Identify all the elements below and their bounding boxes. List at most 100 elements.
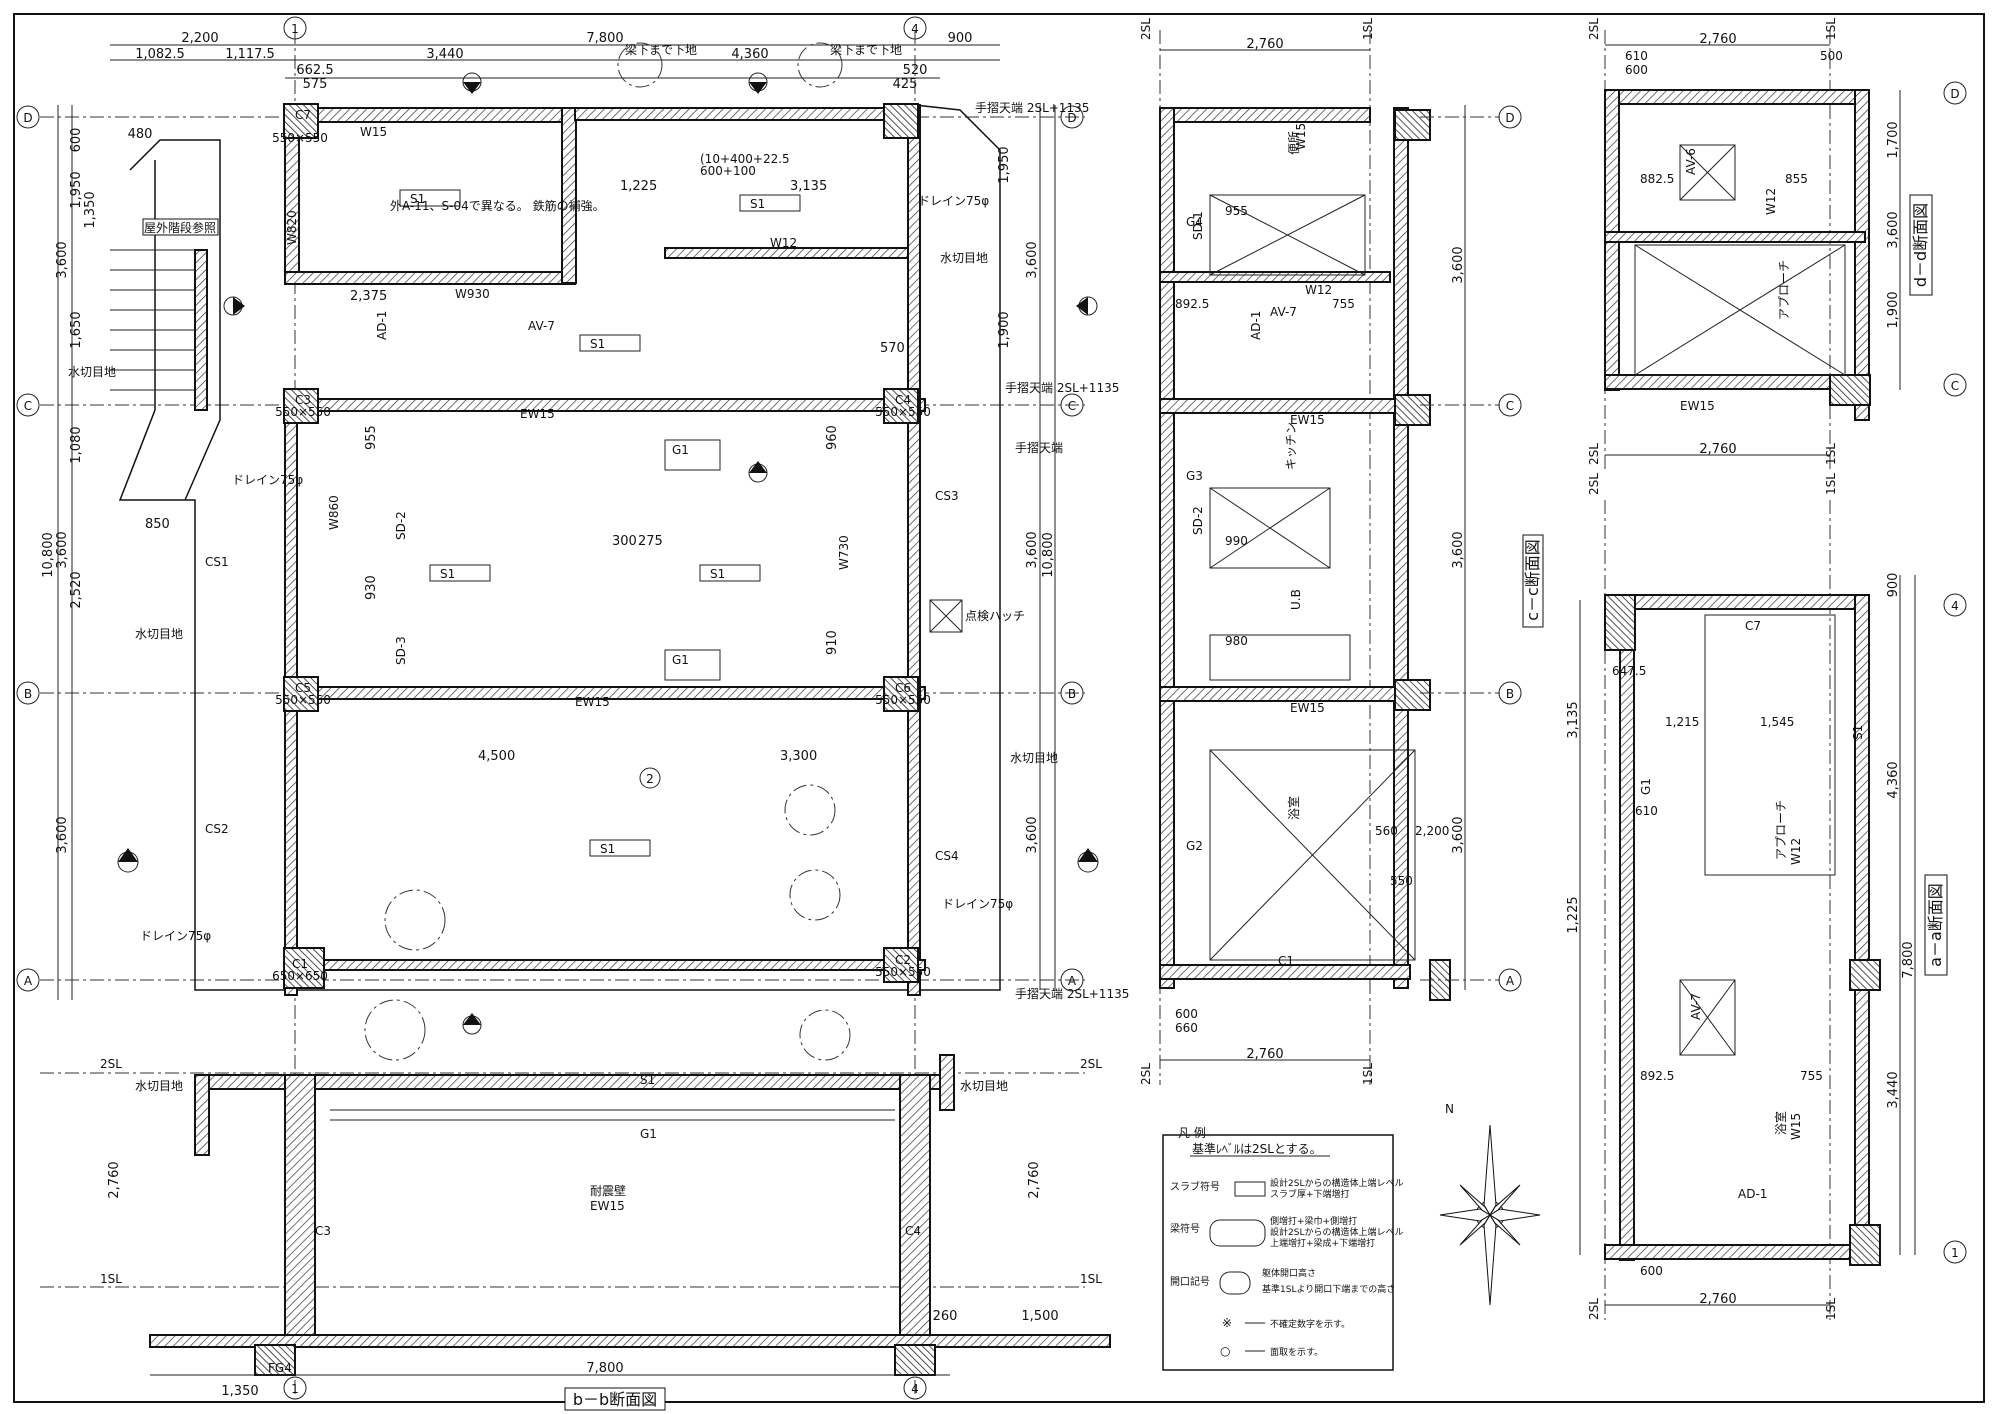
slab-tag-1: S1 bbox=[399, 189, 461, 207]
cc-ew15-label-2: EW15 bbox=[1290, 701, 1325, 715]
column-c1-size: 650×650 bbox=[272, 969, 328, 983]
dim-top-left-c: 1,117.5 bbox=[225, 47, 275, 62]
handrail-note-4: 手摺天端 bbox=[1015, 440, 1063, 455]
legend-slab-desc-1: 設計2SLからの構造体上端レベル bbox=[1270, 1177, 1403, 1189]
bb-column-c4 bbox=[899, 1074, 931, 1346]
cc-g2-label: G2 bbox=[1186, 839, 1203, 853]
dd-section-title: d－d断面図 bbox=[1911, 203, 1930, 287]
grid-label: B bbox=[1506, 687, 1514, 701]
grid-bubble-2: 2 bbox=[639, 767, 661, 789]
column-c5 bbox=[283, 676, 319, 712]
grid-bubble-1-top: 1 bbox=[283, 16, 307, 40]
column-c3 bbox=[283, 388, 319, 424]
legend-slab: スラブ符号 bbox=[1170, 1180, 1220, 1193]
cc-ub-label: U.B bbox=[1289, 589, 1303, 610]
cc-left-wall bbox=[1159, 107, 1175, 989]
bb-slab-label: S1 bbox=[640, 1073, 655, 1087]
dd-right-wall bbox=[1854, 89, 1870, 421]
drain-note-2: ドレイン75φ bbox=[140, 929, 211, 943]
dim-right-c: 3,600 bbox=[1025, 816, 1040, 853]
aa-level-1: 2SL bbox=[1587, 473, 1601, 495]
grid-bubble-a-left: A bbox=[16, 968, 40, 992]
dd-height-2: 3,600 bbox=[1886, 211, 1901, 248]
dim-inner-i: 955 bbox=[364, 425, 379, 450]
section-marker-a-left bbox=[223, 296, 245, 316]
bb-column-c3 bbox=[284, 1074, 316, 1346]
grid-label: D bbox=[23, 111, 32, 125]
dim-inner-k: 910 bbox=[825, 630, 840, 655]
aa-c7-label: C7 bbox=[1745, 619, 1761, 633]
bb-level-1sl-right: 1SL bbox=[1080, 1272, 1102, 1286]
dd-dim-2: 855 bbox=[1785, 172, 1808, 186]
slab-outline bbox=[118, 104, 1001, 991]
beam-note-top-2: 600+100 bbox=[700, 164, 756, 178]
handrail-note-2: 手摺天端 2SL+1135 bbox=[1005, 380, 1119, 395]
beam-tag-g1: G1 bbox=[664, 439, 721, 471]
column-c4-size: 550×550 bbox=[875, 405, 931, 419]
dim-top-left: 2,200 bbox=[181, 31, 218, 46]
wall-bottom bbox=[284, 959, 926, 971]
grid-label: A bbox=[1068, 974, 1077, 988]
cc-row-bubbles: D C B A bbox=[1420, 105, 1522, 992]
dd-level-2: 1SL bbox=[1824, 18, 1838, 40]
dim-right-b: 3,600 bbox=[1025, 531, 1040, 568]
cc-level-top-right: 1SL bbox=[1361, 18, 1375, 40]
legend-opening-desc-2: 基準1SLより開口下端までの高さ bbox=[1262, 1283, 1395, 1295]
slab-label: S1 bbox=[410, 192, 425, 206]
legend-beam-desc-1: 側増打+梁巾+側増打 bbox=[1270, 1215, 1357, 1227]
column-c2-label: C2 bbox=[895, 953, 911, 967]
floor-plan: D C B A D C B A 1 4 1 4 2 7,800 2,200 1,… bbox=[16, 16, 1129, 1400]
grid-bubble-c-left: C bbox=[16, 393, 40, 417]
dim-left-f: 1,650 bbox=[69, 311, 84, 348]
section-aa: 2SL 1SL 2SL 1SL C7 G1 AD-1 AV-7 アプローチ 浴室… bbox=[1566, 473, 1967, 1320]
section-bb: S1 G1 耐震壁 EW15 C3 C4 FG4 2SL 2SL 1SL 1SL… bbox=[40, 1054, 1111, 1411]
slab-label: S1 bbox=[600, 842, 615, 856]
cc-right-wall bbox=[1393, 107, 1409, 989]
cc-sd1-label: SD-1 bbox=[1191, 211, 1205, 240]
wall-w15-label: W15 bbox=[360, 125, 387, 139]
column-c1 bbox=[283, 947, 325, 989]
cc-height-2: 3,600 bbox=[1451, 531, 1466, 568]
opening-av7-label: AV-7 bbox=[528, 319, 555, 333]
dd-dim-5: 500 bbox=[1820, 49, 1843, 63]
bb-level-1sl-left: 1SL bbox=[100, 1272, 122, 1286]
cc-dim-5: 755 bbox=[1332, 297, 1355, 311]
wall-right bbox=[907, 104, 921, 996]
cc-g4-label: G4 bbox=[1186, 215, 1203, 229]
dd-level-3: 2SL bbox=[1587, 443, 1601, 465]
wall-w930-label: W930 bbox=[455, 287, 490, 301]
cc-c1-label: C1 bbox=[1278, 954, 1294, 968]
plan-note-rebar: 外A-11、S-04で異なる。 鉄筋の補強。 bbox=[390, 198, 605, 213]
cc-col-top bbox=[1394, 109, 1431, 141]
column-c6 bbox=[883, 676, 919, 712]
cc-kitchen-label: キッチン bbox=[1284, 422, 1298, 470]
aa-g1-label: G1 bbox=[1639, 778, 1653, 795]
bb-right-width-1: 1,500 bbox=[1021, 1309, 1058, 1324]
bb-parapet-left bbox=[194, 1074, 210, 1156]
grid-bubble-d-right: D bbox=[1060, 105, 1084, 129]
legend-slab-desc-2: スラブ厚+下端増打 bbox=[1270, 1188, 1350, 1200]
section-marker-c-bottom bbox=[462, 1013, 482, 1035]
dd-w12-label: W12 bbox=[1764, 188, 1778, 215]
grid-bubble-a-right: A bbox=[1060, 968, 1084, 992]
grid-label: D bbox=[1505, 111, 1514, 125]
bb-c4-label: C4 bbox=[905, 1224, 921, 1238]
drain-note-3: ドレイン75φ bbox=[918, 194, 989, 208]
slab-tag-5: S1 bbox=[589, 839, 651, 857]
cc-w12-label: W12 bbox=[1305, 283, 1332, 297]
section-marker-d-top bbox=[748, 72, 768, 94]
dim-inner-c: 1,225 bbox=[620, 179, 657, 194]
aa-left-height-2: 1,225 bbox=[1566, 896, 1581, 933]
cc-slab-c bbox=[1159, 398, 1411, 414]
aa-dim-7: 647.5 bbox=[1612, 664, 1646, 678]
slab-tag-6: S1 bbox=[739, 194, 801, 212]
aa-w15-label: W15 bbox=[1789, 1113, 1803, 1140]
bb-girder-label: G1 bbox=[640, 1127, 657, 1141]
grid-label: 4 bbox=[911, 22, 919, 36]
bb-foundation-slab bbox=[149, 1334, 1111, 1348]
aa-height-2: 4,360 bbox=[1886, 761, 1901, 798]
cc-top-slab bbox=[1159, 107, 1371, 123]
slab-label: S1 bbox=[590, 337, 605, 351]
aa-approach-label: アプローチ bbox=[1774, 800, 1788, 860]
